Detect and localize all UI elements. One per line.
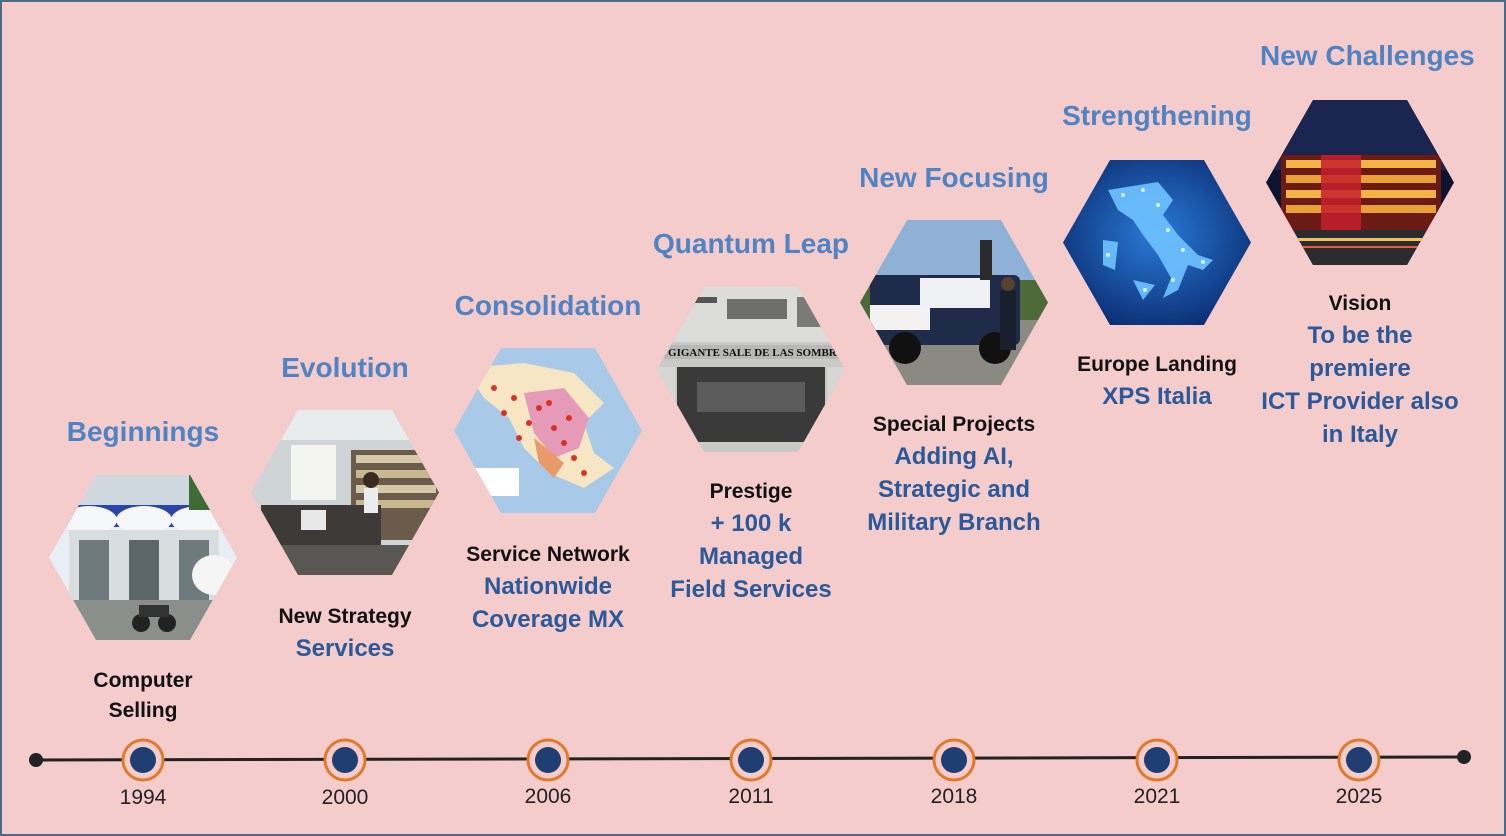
- stage-detail-line: To be the: [1250, 319, 1470, 352]
- stage-detail-line: Coverage MX: [438, 603, 658, 636]
- office-photo: [251, 410, 439, 575]
- stage-heading: Europe Landing: [1047, 350, 1267, 380]
- year-label: 1994: [103, 786, 183, 810]
- year-label: 2011: [711, 785, 791, 809]
- stage-detail-line: Nationwide: [438, 570, 658, 603]
- stage-title: Evolution: [245, 352, 445, 384]
- timeline-end-dot: [1457, 750, 1471, 764]
- stage-detail-line: premiere: [1250, 352, 1470, 385]
- building-night-photo: [1266, 100, 1454, 265]
- newspaper-photo: EL GIGANTE SALE DE LAS SOMBRAS: [657, 287, 845, 452]
- year-label: 2006: [508, 785, 588, 809]
- italy-map: [1063, 160, 1251, 325]
- stage-title: Consolidation: [448, 290, 648, 322]
- year-marker-1994: [121, 738, 165, 782]
- stage-title: Beginnings: [43, 416, 243, 448]
- year-marker-2018: [932, 738, 976, 782]
- year-marker-2006: [526, 738, 570, 782]
- year-marker-2021: [1135, 738, 1179, 782]
- year-label: 2025: [1319, 785, 1399, 809]
- stage-detail-line: XPS Italia: [1047, 380, 1267, 413]
- mexico-map: [454, 348, 642, 513]
- year-label: 2021: [1117, 785, 1197, 809]
- stage-detail-line: Managed: [641, 540, 861, 573]
- stage-detail-line: Military Branch: [844, 506, 1064, 539]
- stage-detail-line: in Italy: [1250, 418, 1470, 451]
- stage-title: Quantum Leap: [651, 228, 851, 260]
- year-label: 2000: [305, 786, 385, 810]
- stage-detail-line: ICT Provider also: [1250, 385, 1470, 418]
- stage-heading: Vision: [1250, 289, 1470, 319]
- police-truck-photo: [860, 220, 1048, 385]
- stage-title: New Focusing: [854, 162, 1054, 194]
- svg-text:EL GIGANTE SALE DE LAS SOMBRAS: EL GIGANTE SALE DE LAS SOMBRAS: [657, 347, 845, 359]
- year-label: 2018: [914, 785, 994, 809]
- stage-detail-line: + 100 k: [641, 507, 861, 540]
- stage-detail-line: Adding AI,: [844, 440, 1064, 473]
- year-marker-2000: [323, 738, 367, 782]
- stage-heading-2: Selling: [33, 696, 253, 726]
- stage-title: New Challenges: [1260, 40, 1460, 72]
- timeline-start-dot: [29, 753, 43, 767]
- stage-detail-line: Field Services: [641, 573, 861, 606]
- year-marker-2025: [1337, 738, 1381, 782]
- stage-heading: Prestige: [641, 477, 861, 507]
- stage-heading: Service Network: [438, 540, 658, 570]
- stage-heading: New Strategy: [235, 602, 455, 632]
- year-marker-2011: [729, 738, 773, 782]
- stage-title: Strengthening: [1057, 100, 1257, 132]
- stage-heading: Computer: [33, 666, 253, 696]
- stage-heading: Special Projects: [844, 410, 1064, 440]
- stage-detail-line: Strategic and: [844, 473, 1064, 506]
- stage-detail-line: Services: [235, 632, 455, 665]
- storefront-photo: [49, 475, 237, 640]
